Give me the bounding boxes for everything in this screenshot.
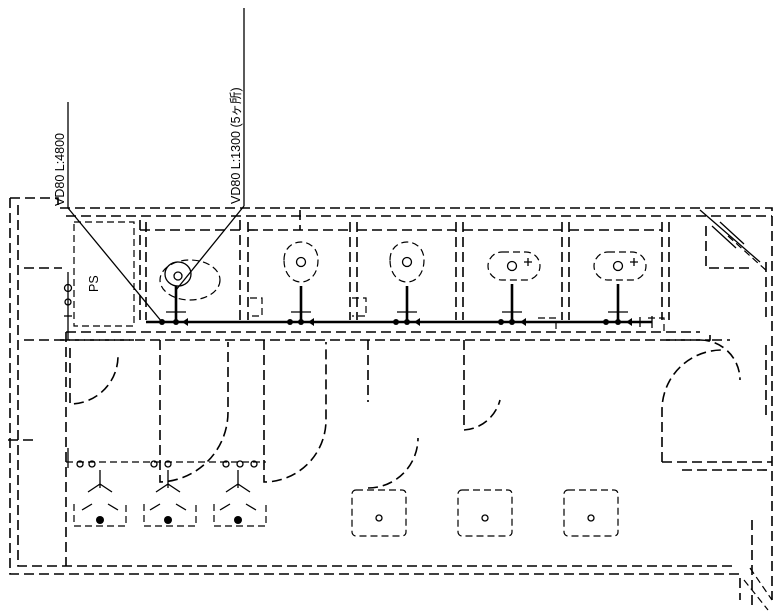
ps-label: PS — [87, 275, 101, 292]
stall-partitions — [139, 210, 670, 332]
toilet-1 — [159, 259, 221, 301]
doors — [69, 339, 741, 489]
urinal-1 — [73, 470, 127, 527]
urinals — [66, 448, 267, 527]
fixture-box-1 — [351, 489, 407, 537]
duct-label-short: VD80 L:1300 (5ヶ所) — [229, 87, 243, 204]
floor-fixtures — [351, 489, 619, 537]
leader-lines — [67, 8, 245, 323]
duct-label-long: VD80 L:4800 — [53, 133, 67, 206]
toilet-3 — [389, 241, 425, 283]
outer-walls — [8, 197, 773, 600]
toilet-4 — [487, 251, 541, 281]
toilet-5 — [593, 251, 647, 281]
toilet-2 — [283, 241, 319, 283]
corner-equipment — [666, 209, 769, 420]
urinal-2 — [143, 470, 197, 527]
corner-details — [743, 520, 773, 611]
urinal-3 — [213, 470, 267, 527]
duct-main — [146, 284, 653, 328]
pipe-shaft: PS — [63, 221, 135, 340]
fixture-box-2 — [457, 489, 513, 537]
toilets — [159, 241, 647, 301]
fixture-box-3 — [563, 489, 619, 537]
